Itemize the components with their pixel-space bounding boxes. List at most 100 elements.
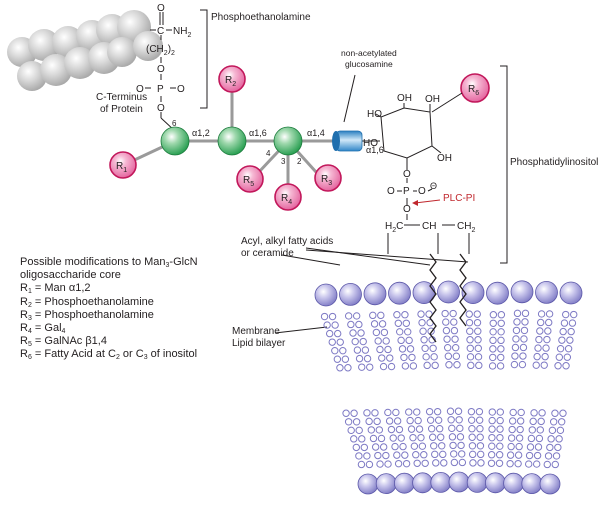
chem-pp-o3: O bbox=[403, 204, 411, 215]
lipid-tail-bead bbox=[488, 416, 496, 425]
lipid-tail-bead bbox=[402, 459, 411, 468]
lipid-tail-bead bbox=[389, 434, 397, 442]
lipid-head-top bbox=[510, 280, 534, 304]
lipid-tail-bead bbox=[496, 442, 504, 450]
lipid-tail-bead bbox=[495, 451, 504, 459]
lipid-head-top bbox=[388, 281, 411, 305]
lipid-tail-bead bbox=[514, 459, 522, 468]
lipid-head-bottom bbox=[375, 473, 397, 495]
lipid-tail-bead bbox=[452, 343, 460, 352]
lipid-tail-bead bbox=[560, 319, 569, 327]
lipid-tail-bead bbox=[398, 345, 407, 353]
lipid-tail-bead bbox=[544, 452, 553, 460]
lipid-tail-bead bbox=[455, 416, 463, 424]
lipid-tail-bead bbox=[339, 346, 347, 355]
lipid-tail-bead bbox=[488, 425, 496, 433]
lipid-tail-bead bbox=[445, 361, 453, 369]
chem-oh4: HO bbox=[363, 138, 378, 149]
lipid-tail-bead bbox=[353, 346, 362, 354]
lipid-tail-bead bbox=[537, 417, 545, 426]
lipid-tail-bead bbox=[344, 364, 352, 372]
lipid-tail-bead bbox=[414, 416, 422, 425]
linkage-n4: 4 bbox=[266, 149, 271, 158]
lipid-tail-bead bbox=[497, 353, 505, 362]
lipid-tail-bead bbox=[466, 344, 474, 352]
chem-c: C bbox=[157, 26, 164, 37]
lipid-tail-bead bbox=[555, 353, 564, 361]
lipid-tail-bead bbox=[533, 451, 542, 460]
lipid-tail-bead bbox=[355, 354, 364, 363]
lipid-tail-bead bbox=[341, 355, 350, 363]
lipid-tail-bead bbox=[451, 335, 459, 343]
lipid-tail-bead bbox=[432, 459, 440, 467]
lipid-tail-bead bbox=[514, 451, 523, 459]
lipid-tail-bead bbox=[420, 451, 428, 459]
chem-o3: O bbox=[177, 84, 185, 95]
residue-r4-label: R4 bbox=[281, 193, 292, 206]
lipid-tail-bead bbox=[558, 336, 566, 344]
lipid-tail-bead bbox=[437, 433, 445, 441]
lipid-tail-bead bbox=[415, 425, 424, 433]
lipid-tail-bead bbox=[556, 426, 565, 435]
residue-labels: R1 R2 R3 R4 R5 R6 bbox=[116, 75, 479, 206]
chem-oh2: OH bbox=[397, 93, 412, 104]
residue-r1 bbox=[109, 151, 137, 179]
lipid-tail-bead bbox=[497, 319, 505, 327]
lipid-tail-bead bbox=[519, 352, 527, 360]
lipid-tail-bead bbox=[507, 434, 516, 442]
lipid-tail-bead bbox=[442, 326, 451, 335]
lipid-tail-bead bbox=[520, 335, 528, 343]
plc-pi-arrow bbox=[412, 199, 441, 206]
lipid-tail-bead bbox=[468, 433, 476, 441]
lipid-tail-bead bbox=[422, 353, 430, 361]
lipid-tail-bead bbox=[375, 426, 384, 434]
lipid-tail-bead bbox=[468, 425, 476, 433]
lipid-tail-bead bbox=[450, 326, 459, 335]
lipid-tail-bead bbox=[366, 363, 374, 371]
lipid-tail-bead bbox=[448, 433, 457, 441]
lipid-tail-bead bbox=[370, 320, 379, 328]
lipid-tail-bead bbox=[467, 416, 476, 424]
label-plc-pi: PLC-PI bbox=[443, 193, 476, 204]
chem-o2: O bbox=[136, 84, 144, 95]
lipid-tail-bead bbox=[352, 312, 361, 320]
lipid-tail-bead bbox=[497, 328, 505, 336]
lipid-tail-bead bbox=[365, 417, 373, 426]
label-acyl: Acyl, alkyl fatty acids bbox=[241, 236, 334, 247]
lipid-tail-bead bbox=[496, 433, 504, 442]
lipid-tail-bead bbox=[543, 460, 551, 469]
chem-o1: O bbox=[157, 64, 165, 75]
modification-item: R2 = Phosphoethanolamine bbox=[20, 295, 154, 309]
lipid-tail-bead bbox=[441, 309, 449, 318]
modification-item: R1 = Man α1,2 bbox=[20, 282, 91, 296]
lipid-tail-bead bbox=[404, 328, 412, 336]
lipid-tail-bead bbox=[555, 435, 563, 443]
lipid-tail-bead bbox=[408, 353, 416, 362]
lipid-tail-bead bbox=[474, 353, 483, 361]
lipid-head-bottom bbox=[539, 473, 561, 495]
lipid-tail-bead bbox=[563, 353, 572, 361]
lipid-tail-bead bbox=[554, 362, 562, 370]
lipid-tail-bead bbox=[506, 459, 514, 468]
lipid-tail-bead bbox=[420, 336, 428, 344]
lipid-tail-bead bbox=[331, 321, 339, 329]
lipid-tail-bead bbox=[418, 318, 426, 327]
lipid-tail-bead bbox=[476, 433, 484, 441]
lipid-tail-bead bbox=[355, 320, 363, 329]
lipid-tail-bead bbox=[496, 408, 504, 416]
lipid-tail-bead bbox=[511, 352, 519, 360]
lipid-tail-bead bbox=[527, 434, 536, 443]
lipid-tail-bead bbox=[510, 360, 519, 369]
lipid-tail-bead bbox=[449, 309, 457, 318]
lipid-tail-bead bbox=[489, 345, 497, 353]
lipid-tail-bead bbox=[328, 338, 336, 346]
lipid-tail-bead bbox=[396, 328, 404, 336]
lipid-tail-bead bbox=[371, 409, 379, 417]
lipid-tail-bead bbox=[323, 321, 331, 329]
lipid-tail-bead bbox=[557, 418, 566, 426]
lipid-tail-bead bbox=[377, 311, 385, 320]
chem-p: P bbox=[157, 84, 164, 95]
lipid-tail-bead bbox=[519, 343, 528, 352]
